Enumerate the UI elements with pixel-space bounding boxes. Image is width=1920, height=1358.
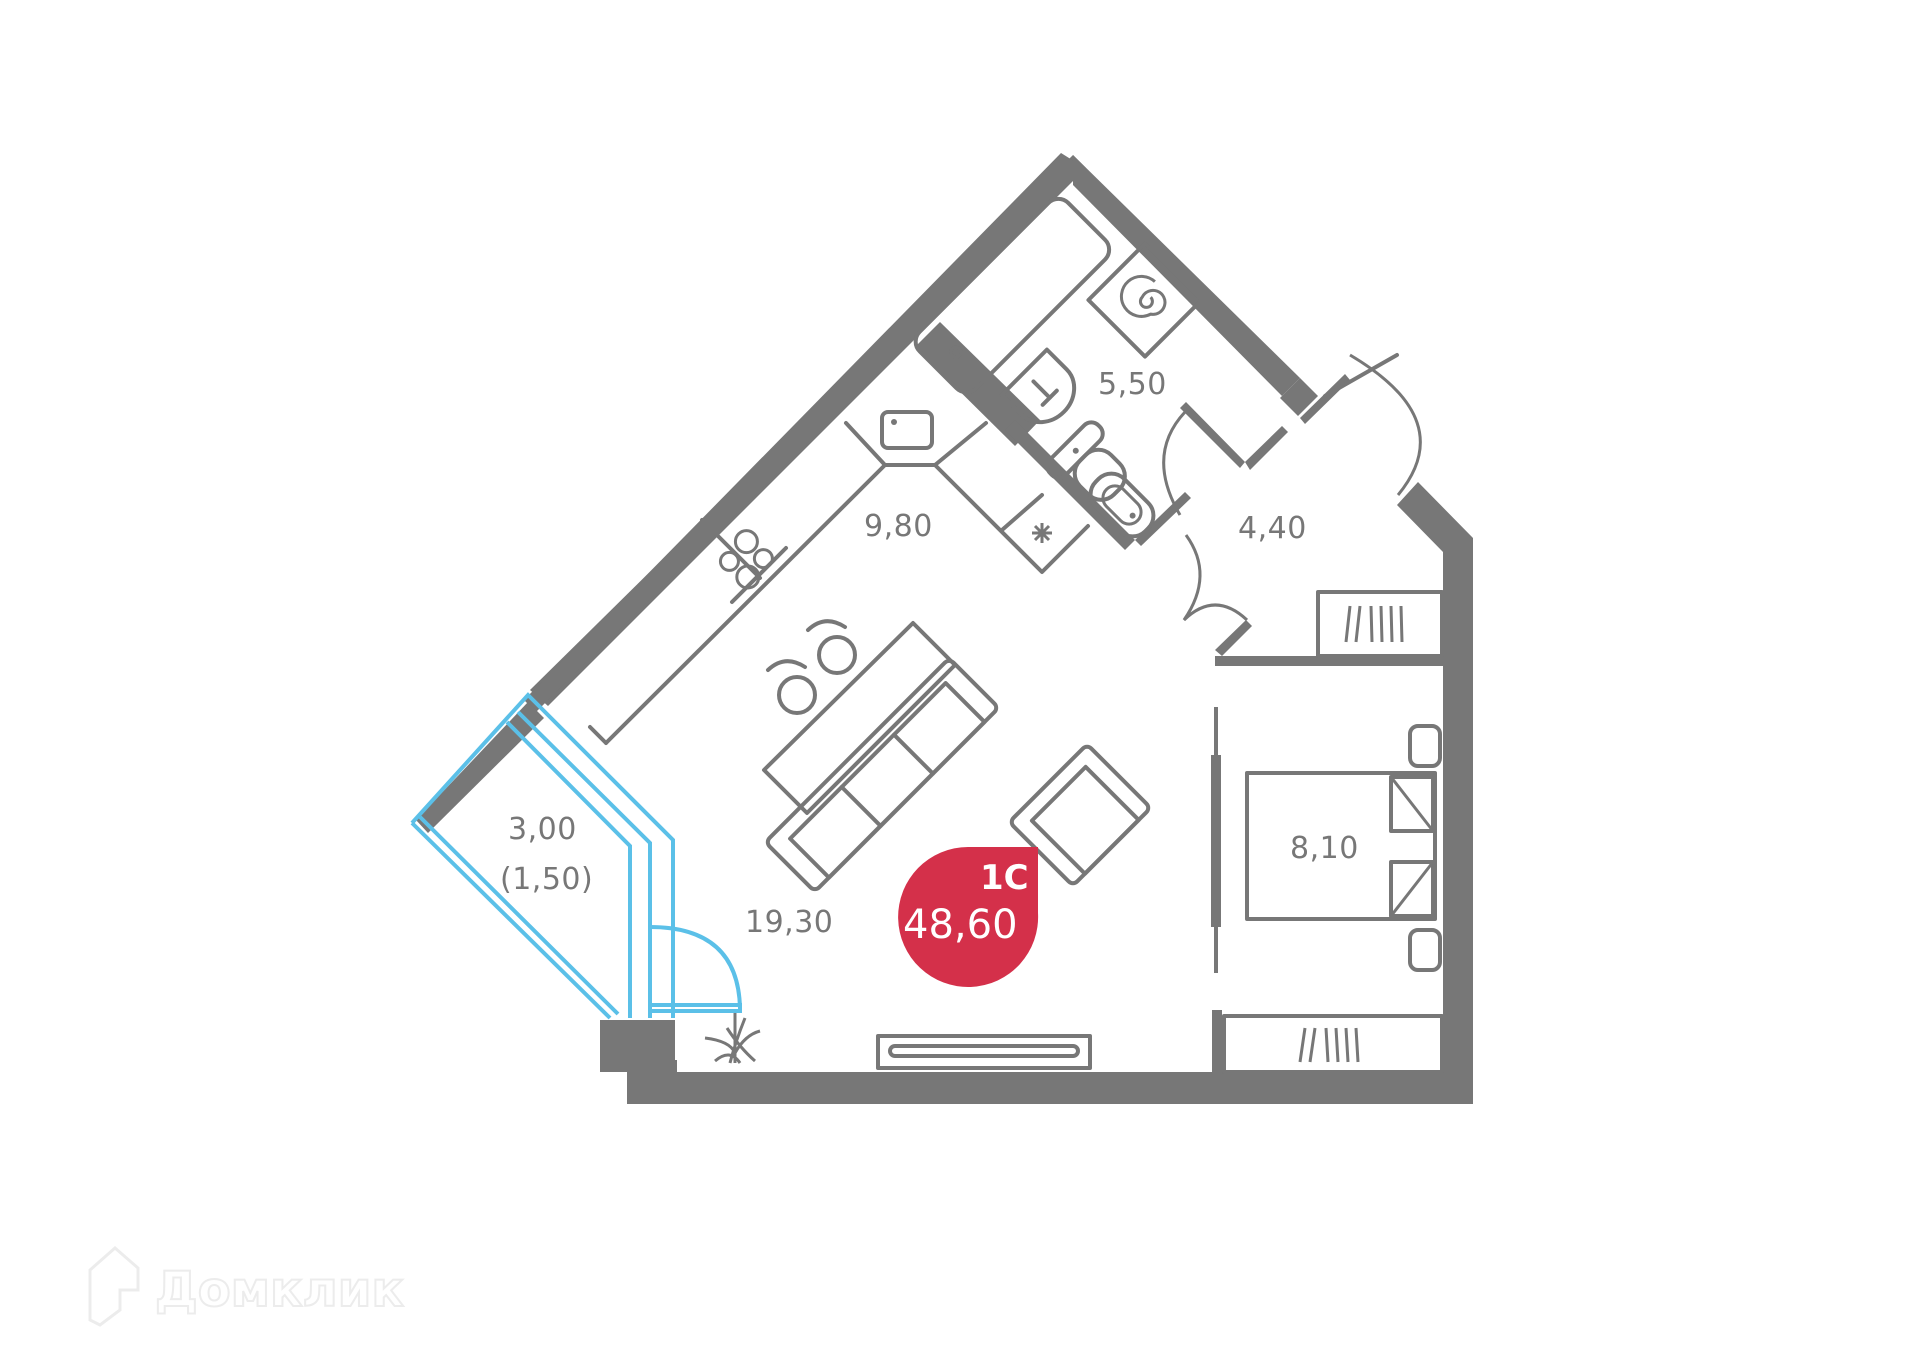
bedroom-sliding-partition[interactable]	[1211, 707, 1221, 973]
wall-bottom	[627, 1072, 1473, 1104]
stove-icon	[718, 529, 774, 590]
wall-balcony	[416, 702, 544, 833]
chair-1	[817, 635, 857, 675]
watermark: Домклик	[88, 1246, 405, 1327]
wall-bath-door	[1135, 492, 1191, 546]
room-area-kitchen: 9,80	[864, 509, 933, 544]
dining-table	[762, 621, 957, 815]
room-area-hallway: 4,40	[1238, 511, 1307, 546]
bathroom-door-swing[interactable]	[1162, 410, 1187, 516]
room-area-bathroom: 5,50	[1098, 367, 1167, 402]
doors	[648, 353, 1422, 1013]
watermark-text: Домклик	[155, 1262, 404, 1318]
sink-icon	[999, 347, 1077, 425]
kitchen-counter	[588, 410, 1090, 745]
room-area-balcony: 3,00	[508, 812, 577, 847]
wall-hall-door-jamb	[1215, 620, 1252, 656]
living-door-swing[interactable]	[1182, 534, 1249, 622]
chair-2	[777, 675, 817, 715]
kitchen-sink-icon	[880, 410, 934, 450]
wall-bath-hall	[1180, 402, 1245, 468]
hallway-wardrobe	[1316, 590, 1444, 658]
wall-bedroom-lower-stub	[1212, 1010, 1222, 1074]
balcony-glazing	[410, 692, 675, 1020]
entrance-door-swing[interactable]	[1349, 353, 1422, 496]
sofa-icon	[765, 658, 999, 892]
wall-bath-kitchen-lower	[1005, 420, 1135, 550]
room-area-balcony-reduced: (1,50)	[500, 862, 593, 897]
bedroom-wardrobe	[1222, 1014, 1444, 1074]
washing-machine-icon	[1086, 241, 1204, 359]
balcony-door-leaf	[648, 1003, 742, 1013]
wall-entrance-right	[1300, 374, 1350, 424]
toilet-icon	[1045, 420, 1127, 502]
wall-bathroom-outer	[1073, 155, 1300, 396]
bed-icon	[1245, 724, 1442, 972]
plant-icon	[704, 1013, 761, 1064]
house-logo-icon	[88, 1246, 140, 1327]
tv-stand-icon	[876, 1034, 1092, 1070]
wall-right-diagonal	[1397, 482, 1473, 565]
room-area-bedroom: 8,10	[1290, 831, 1359, 866]
apartment-badge: 1С 48,60	[898, 847, 1039, 987]
room-area-living: 19,30	[745, 905, 833, 940]
balcony-door-swing[interactable]	[649, 925, 742, 1009]
living-furniture	[704, 619, 1151, 1070]
wall-bath-kitchen	[915, 322, 1040, 446]
armchair-icon	[1009, 744, 1151, 886]
apartment-total-area: 48,60	[903, 902, 1018, 948]
bathroom-fixtures	[913, 196, 1204, 539]
walls	[416, 153, 1473, 1104]
wall-right	[1443, 552, 1473, 1104]
wall-bath-hall-2	[1245, 426, 1288, 470]
badge-shape	[898, 847, 1039, 987]
apartment-type: 1С	[980, 858, 1029, 898]
wall-left-diagonal-main	[524, 153, 1085, 712]
bidet-icon	[1088, 471, 1156, 539]
entrance-door-leaf	[1323, 353, 1399, 398]
fridge-icon	[1032, 523, 1052, 543]
wall-entrance-stub	[1280, 378, 1318, 416]
wall-hall-bedroom	[1215, 656, 1445, 666]
bathtub-icon	[913, 196, 1112, 395]
wall-corner-block-2	[627, 1060, 677, 1080]
